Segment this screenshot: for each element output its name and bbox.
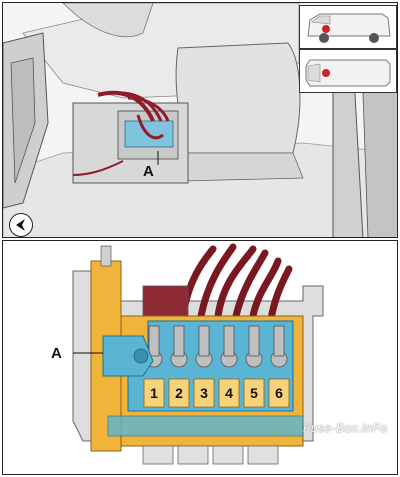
cable-stem-4	[223, 325, 235, 357]
fuse-slot-5	[243, 378, 265, 408]
fuse-4-label: 4	[225, 385, 233, 401]
cable-stem-5	[248, 325, 260, 357]
fuse-6-label: 6	[275, 385, 283, 401]
fuse-box-drawing	[72, 243, 324, 465]
callout-a-label: A	[143, 163, 154, 180]
van-side-view-icon	[307, 13, 391, 43]
fuse-slot-1	[143, 378, 165, 408]
vehicle-interior-drawing	[3, 3, 397, 237]
fuse-slot-3	[193, 378, 215, 408]
callout-a-label: A	[51, 345, 62, 362]
fuse-slot-6	[268, 378, 290, 408]
fuse-box-detail-panel: A 1 2 3 4 5 6 Fuse-Box.inFo	[2, 240, 398, 475]
fuse-2-label: 2	[175, 385, 183, 401]
fuse-3-label: 3	[200, 385, 208, 401]
van-top-view-inset	[299, 49, 397, 93]
van-top-view-icon	[305, 59, 391, 87]
van-side-view-inset	[299, 5, 397, 49]
fuse-slot-4	[218, 378, 240, 408]
cable-stem-3	[198, 325, 210, 357]
watermark-text: Fuse-Box.inFo	[303, 421, 388, 435]
cable-terminals	[145, 325, 288, 368]
location-view-panel: A	[2, 2, 398, 238]
cable-stem-2	[173, 325, 185, 357]
fuse-slots	[143, 378, 290, 408]
cable-stem-1	[148, 325, 160, 357]
cable-stem-6	[273, 325, 285, 357]
fuse-1-label: 1	[150, 385, 158, 401]
left-arrow-icon[interactable]	[9, 213, 33, 237]
fuse-5-label: 5	[250, 385, 258, 401]
fuse-slot-2	[168, 378, 190, 408]
